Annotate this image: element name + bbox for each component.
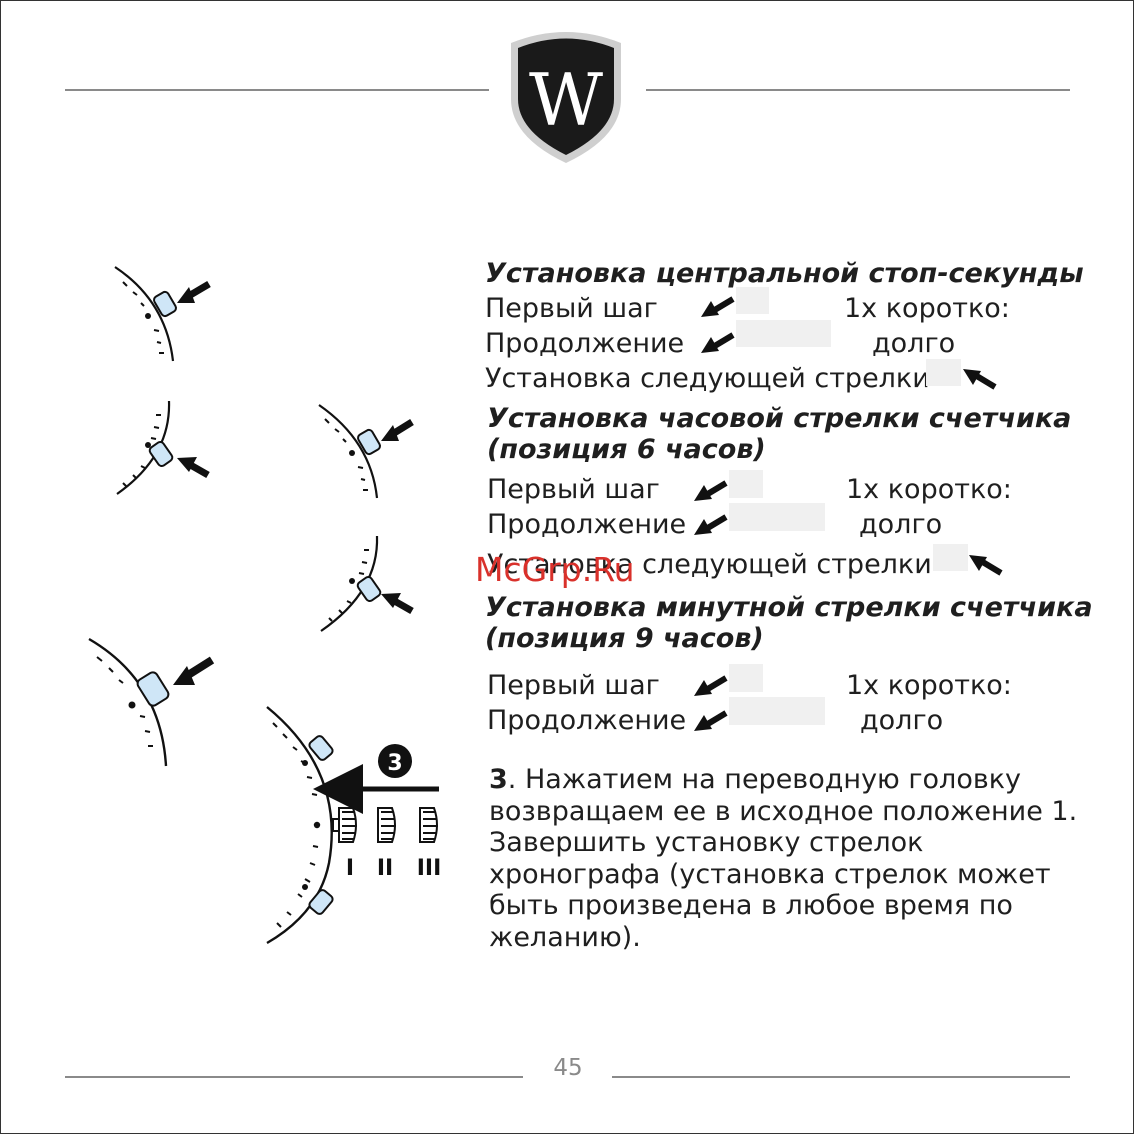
section2-row2-label: Продолжение	[487, 509, 687, 540]
step3-line2: возвращаем ее в исходное положение 1.	[489, 795, 1078, 827]
step3-line4: хронографа (установка стрелок может	[489, 858, 1051, 890]
section1-row2-label: Продолжение	[485, 328, 685, 359]
pusher-placeholder	[729, 697, 825, 725]
pusher-arrow-icon	[963, 369, 997, 390]
section2-heading-line1: Установка часовой стрелки счетчика	[487, 403, 1072, 434]
section1-heading: Установка центральной стоп-секунды	[485, 258, 1084, 289]
step-badge-number: 3	[387, 751, 402, 776]
section3-heading-line2: (позиция 9 часов)	[485, 623, 764, 654]
step3-line5: быть произведена в любое время по	[489, 890, 1013, 921]
dial-middle-left	[116, 400, 210, 495]
section3-row2-label: Продолжение	[487, 705, 687, 736]
pusher-placeholder	[736, 320, 831, 347]
pusher-arrow-icon	[701, 332, 735, 353]
crown-position-3: III	[417, 856, 442, 881]
dial-bottom-crown: 3	[266, 706, 442, 945]
section3-row1-value: 1x коротко:	[846, 670, 1012, 701]
dial-top	[114, 266, 211, 362]
section1-row3-label: Установка следующей стрелки	[485, 363, 930, 394]
crown-diagram: 3	[88, 266, 442, 945]
step3-line1: 3. Нажатием на переводную головку	[489, 764, 1079, 796]
dial-lower-right	[320, 535, 414, 632]
footer-rule-right	[612, 1076, 1070, 1078]
logo-letter: W	[529, 58, 603, 142]
section3-row1-label: Первый шаг	[487, 670, 660, 701]
watermark: McGrp.Ru	[475, 550, 635, 589]
crown-position-2: II	[377, 856, 393, 881]
crown-position-1: I	[346, 856, 354, 881]
section2-row2-value: долго	[859, 509, 943, 540]
section3-row2-value: долго	[860, 705, 944, 736]
section2-row1-value: 1x коротко:	[846, 474, 1012, 505]
step3-number: 3	[489, 764, 508, 795]
pusher-arrow-icon	[701, 296, 735, 317]
section3-heading-line1: Установка минутной стрелки счетчика	[485, 592, 1093, 623]
pusher-arrow-icon	[694, 480, 728, 501]
pusher-placeholder	[729, 664, 763, 692]
step3-line1-text: . Нажатием на переводную головку	[507, 764, 1022, 795]
section1-row2-value: долго	[872, 328, 956, 359]
brand-logo-shield-icon: W	[511, 32, 621, 163]
section2-heading-line2: (позиция 6 часов)	[487, 434, 766, 465]
section2-row1-label: Первый шаг	[487, 474, 660, 505]
header-rule-left	[65, 89, 489, 91]
pusher-arrow-icon	[694, 710, 728, 731]
pusher-arrow-icon	[969, 555, 1003, 576]
section1-row1-label: Первый шаг	[485, 293, 658, 324]
section1-row1-value: 1x коротко:	[844, 293, 1010, 324]
pusher-placeholder	[926, 359, 961, 386]
step3-line6: желанию).	[489, 921, 641, 953]
pusher-placeholder	[736, 287, 769, 314]
step3-line3: Завершить установку стрелок	[489, 827, 924, 858]
page-number: 45	[553, 1055, 583, 1081]
step3-paragraph: 3. Нажатием на переводную головку возвра…	[489, 764, 1079, 953]
pusher-arrow-icon	[694, 675, 728, 696]
pusher-placeholder	[729, 470, 763, 498]
dial-large	[88, 637, 215, 767]
section2-row3-label: Установка следующей стрелки	[487, 549, 932, 580]
pusher-placeholder	[933, 544, 968, 571]
footer-rule-left	[65, 1076, 523, 1078]
header-rule-right	[646, 89, 1070, 91]
pusher-placeholder	[729, 503, 825, 531]
pusher-arrow-icon	[694, 514, 728, 535]
dial-middle-right	[318, 404, 414, 499]
